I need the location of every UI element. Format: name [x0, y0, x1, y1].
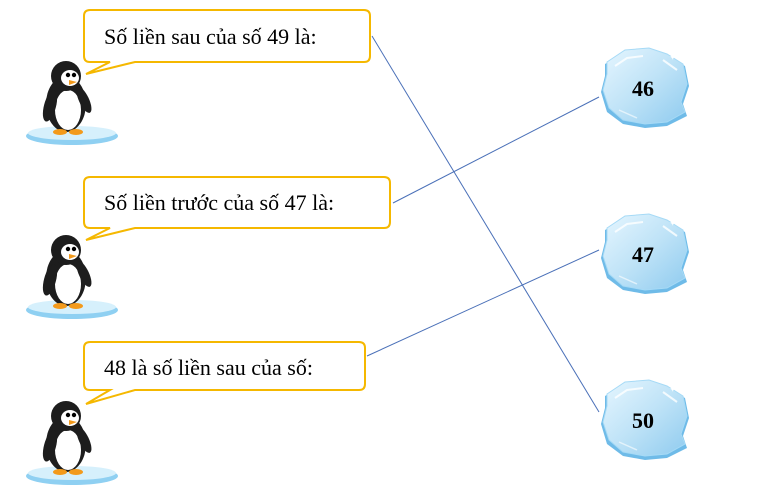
ice-block-3[interactable]: 50 — [600, 379, 690, 461]
bubble-text-3: 48 là số liền sau của số: — [104, 355, 313, 380]
connector-line-3 — [366, 249, 600, 357]
ice-block-2[interactable]: 47 — [600, 213, 690, 295]
ice-block-value-3: 50 — [632, 408, 654, 433]
speech-bubble-1: Số liền sau của số 49 là: — [83, 9, 371, 75]
penguin-icon-1 — [26, 61, 118, 145]
ice-block-value-1: 46 — [632, 76, 654, 101]
speech-bubble-3: 48 là số liền sau của số: — [83, 341, 366, 405]
penguin-icon-2 — [26, 235, 118, 319]
ice-block-value-2: 47 — [632, 242, 654, 267]
ice-block-1[interactable]: 46 — [600, 47, 690, 129]
connector-line-1 — [371, 35, 600, 413]
bubble-text-2: Số liền trước của số 47 là: — [104, 190, 334, 215]
penguin-icon-3 — [26, 401, 118, 485]
speech-bubble-2: Số liền trước của số 47 là: — [83, 176, 391, 241]
connector-line-2 — [392, 96, 600, 204]
bubble-text-1: Số liền sau của số 49 là: — [104, 24, 317, 49]
